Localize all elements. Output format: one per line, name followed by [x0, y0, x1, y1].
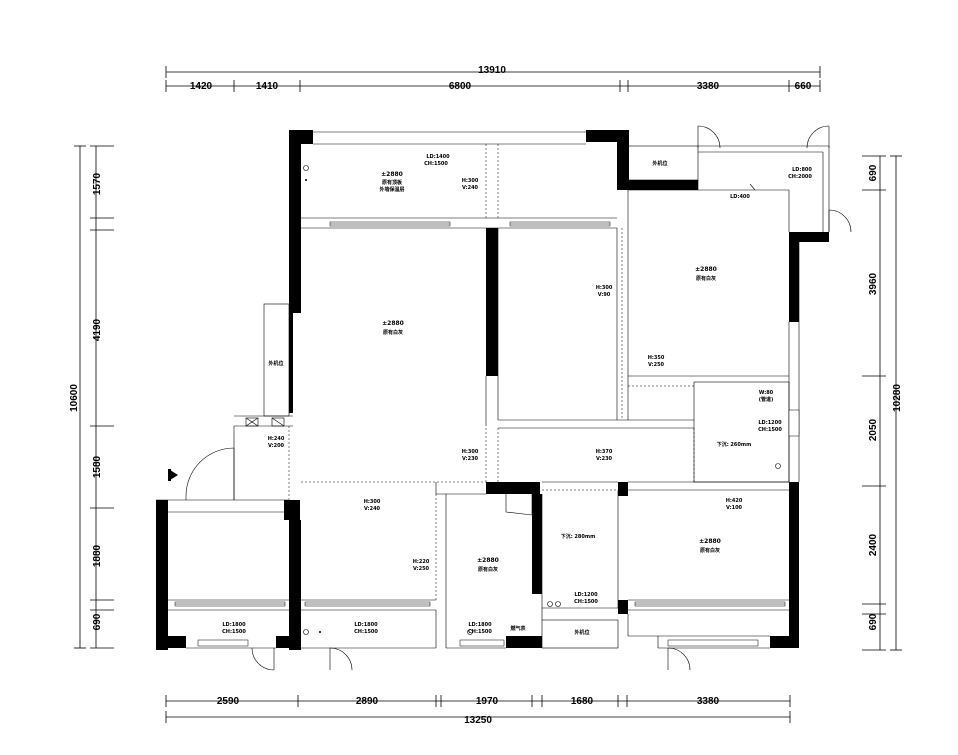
- ext-ac-1: 外机位: [652, 160, 667, 167]
- wall-outlines: [156, 131, 830, 649]
- right-dim-3: 2050: [868, 418, 879, 441]
- left-dim-4: 1880: [92, 544, 103, 567]
- ch-top: CH:1500: [424, 161, 448, 167]
- drop-kitchen: 下沉: 280mm: [561, 533, 596, 540]
- beam-4: W:80: [759, 390, 774, 396]
- ext-ac-2: 外机位: [268, 360, 283, 367]
- ch-b2: CH:1500: [354, 629, 378, 635]
- right-dim-2: 3960: [868, 272, 879, 295]
- beam-2: H:300: [596, 285, 613, 291]
- room-3-level: ±2880: [695, 266, 717, 273]
- left-total-dim: 10600: [69, 384, 80, 412]
- beam-8: H:300: [364, 499, 381, 505]
- right-total-dim: 10280: [892, 384, 903, 412]
- beam-9v: V:100: [726, 505, 743, 511]
- bottom-dim-3: 1970: [476, 696, 499, 707]
- ch-b4: CH:1500: [574, 599, 598, 605]
- room-3-desc: 原有白灰: [696, 275, 716, 282]
- beam-2v: V:90: [598, 292, 611, 298]
- top-dim-5: 660: [795, 81, 812, 92]
- windows: [174, 221, 800, 647]
- bottom-dim-4: 1680: [571, 696, 594, 707]
- ld-bath: LD:1200: [758, 420, 782, 426]
- beam-9: H:420: [726, 498, 743, 504]
- beam-10v: V:250: [413, 566, 430, 572]
- room-2-desc: 原有白灰: [383, 329, 403, 336]
- beam-8v: V:240: [364, 506, 381, 512]
- beam-5v: V:200: [268, 443, 285, 449]
- beam-3: H:350: [648, 355, 665, 361]
- room-5-desc: 原有白灰: [700, 547, 720, 554]
- top-dimensions: 13910 1420 1410 6800 3380 660: [165, 65, 821, 92]
- ld-b3: LD:1800: [468, 622, 492, 628]
- left-dim-5: 690: [92, 613, 103, 630]
- doors: [168, 125, 852, 671]
- left-dim-2: 4190: [92, 318, 103, 341]
- ld-b4: LD:1200: [574, 592, 598, 598]
- beam-6: H:300: [462, 449, 479, 455]
- room-4-desc: 原有白灰: [478, 566, 498, 573]
- beam-3v: V:250: [648, 362, 665, 368]
- beam-5: H:240: [268, 436, 285, 442]
- bottom-dim-2: 2890: [356, 696, 379, 707]
- walls: [156, 130, 829, 650]
- column-markers: [245, 417, 285, 427]
- right-dimensions: 690 3960 2050 2400 690 10280: [862, 155, 903, 651]
- beam-7: H:370: [596, 449, 613, 455]
- ch-right: CH:2000: [788, 174, 812, 180]
- ext-ac-3: 外机位: [574, 629, 589, 636]
- room-1-level: ±2880: [381, 171, 403, 178]
- drop-bath: 下沉: 260mm: [717, 441, 752, 448]
- bottom-dimensions: 2590 2890 1970 1680 3380 13250: [165, 695, 791, 726]
- bottom-total-dim: 13250: [464, 715, 492, 726]
- ld-b1: LD:1800: [222, 622, 246, 628]
- room-5-level: ±2880: [699, 538, 721, 545]
- room-1-desc: 原有顶板: [382, 179, 403, 186]
- top-dim-1: 1420: [190, 81, 213, 92]
- left-dimensions: 10600 1570 4190 1580 1880 690: [69, 145, 114, 649]
- room-labels: ±2880 原有顶板 外墙保温层 ±2880 原有白灰 ±2880 原有白灰 ±…: [379, 171, 720, 573]
- room-4-level: ±2880: [477, 557, 499, 564]
- left-dim-1: 1570: [92, 172, 103, 195]
- ch-bath: CH:1500: [758, 427, 782, 433]
- top-total-dim: 13910: [478, 65, 506, 76]
- top-dim-2: 1410: [256, 81, 279, 92]
- bottom-dim-5: 3380: [697, 696, 720, 707]
- top-dim-4: 3380: [697, 81, 720, 92]
- bottom-dim-1: 2590: [217, 696, 240, 707]
- room-2-level: ±2880: [382, 320, 404, 327]
- beam-4v: (管道): [759, 396, 774, 403]
- right-dim-1: 690: [868, 164, 879, 181]
- right-dim-5: 690: [868, 613, 879, 630]
- ld-mid: LD:400: [730, 194, 750, 200]
- left-dim-3: 1580: [92, 455, 103, 478]
- annotation-tags: 外机位 外机位 外机位 LD:1400 CH:1500 LD:800 CH:20…: [222, 154, 812, 636]
- ch-b1: CH:1500: [222, 629, 246, 635]
- ld-b2: LD:1800: [354, 622, 378, 628]
- room-1-desc2: 外墙保温层: [379, 186, 404, 193]
- beam-1: H:300: [462, 178, 479, 184]
- drains: [303, 165, 781, 635]
- top-dim-3: 6800: [449, 81, 472, 92]
- beam-1v: V:240: [462, 185, 479, 191]
- gas-meter: 燃气表: [510, 625, 526, 632]
- ld-right: LD:800: [792, 167, 812, 173]
- beam-10: H:220: [413, 559, 430, 565]
- beam-6v: V:230: [462, 456, 479, 462]
- ch-b3: CH:1500: [468, 629, 492, 635]
- ld-top: LD:1400: [426, 154, 450, 160]
- right-dim-4: 2400: [868, 533, 879, 556]
- beam-7v: V:230: [596, 456, 613, 462]
